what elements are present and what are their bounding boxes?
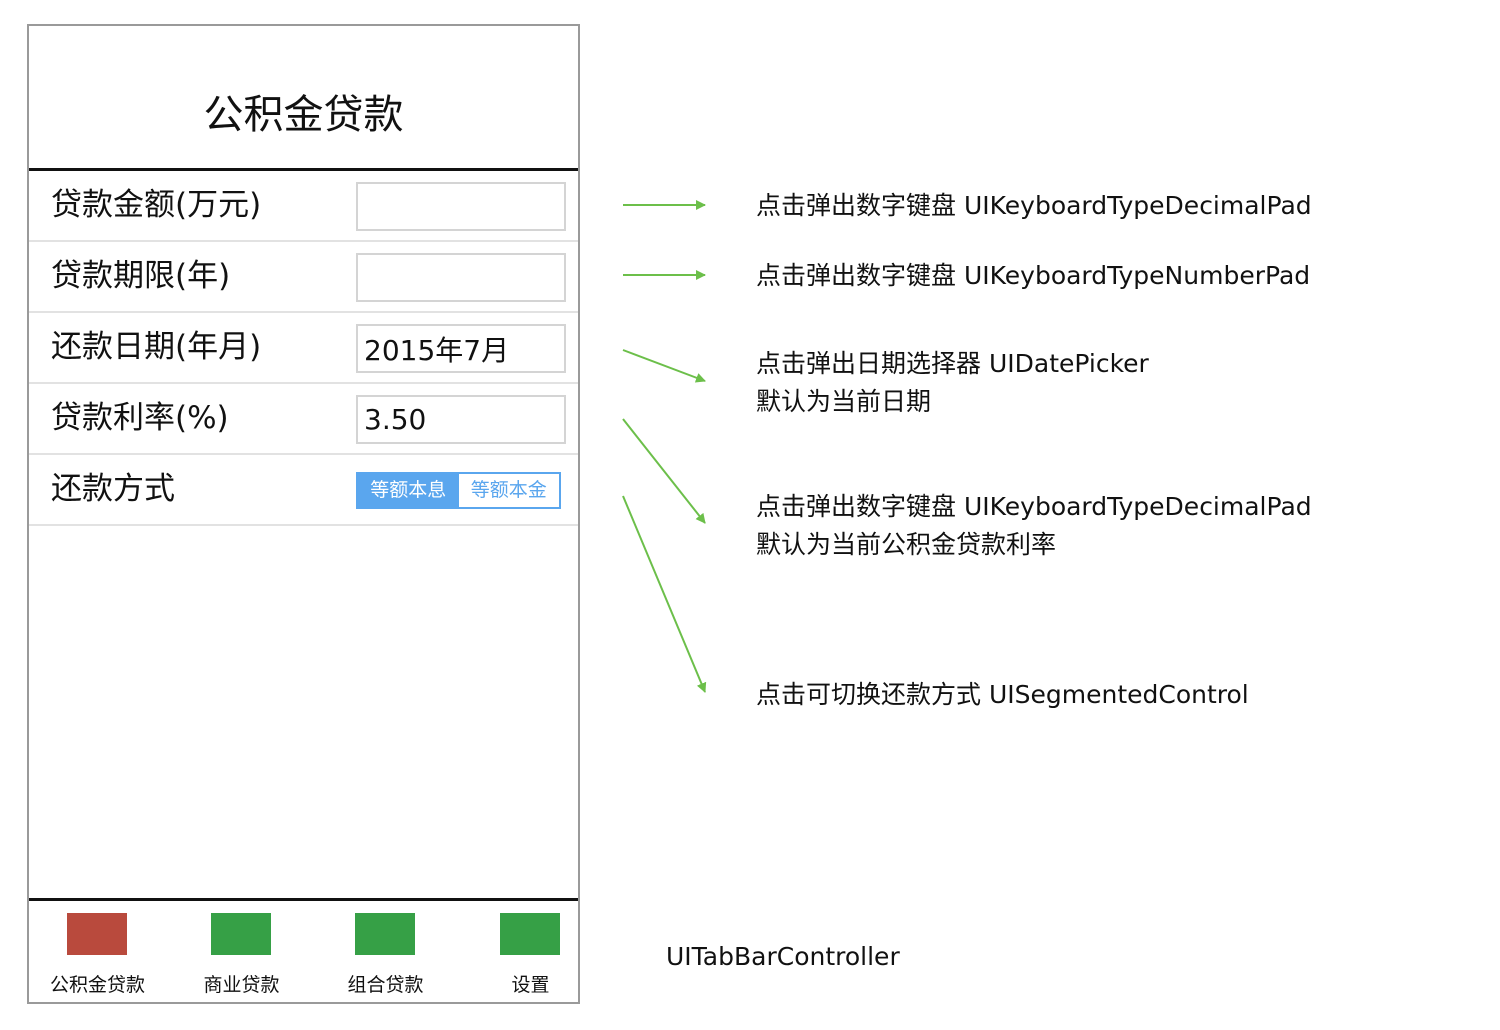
loan-rate-label: 贷款利率(%) <box>51 400 229 436</box>
tabbar-controller-caption: UITabBarController <box>666 942 900 971</box>
loan-amount-label: 贷款金额(万元) <box>51 187 262 223</box>
tab-settings[interactable]: 设置 <box>462 901 599 1005</box>
loan-term-row: 贷款期限(年) <box>29 242 578 313</box>
segment-equal-installment[interactable]: 等额本息 <box>358 474 459 507</box>
loan-amount-input[interactable] <box>356 182 566 231</box>
tab-icon-combined-loan <box>355 913 415 955</box>
page-title: 公积金贷款 <box>203 92 404 138</box>
tab-label: 公积金贷款 <box>49 974 145 996</box>
navigation-bar: 公积金贷款 <box>29 26 578 171</box>
note-loan-amount: 点击弹出数字键盘 UIKeyboardTypeDecimalPad <box>756 187 1312 225</box>
repayment-method-label: 还款方式 <box>51 471 175 507</box>
tab-combined-loan[interactable]: 组合贷款 <box>317 901 454 1005</box>
phone-screen: 公积金贷款 贷款金额(万元) 贷款期限(年) 还款日期(年月) 贷款利率(%) … <box>27 24 580 1004</box>
segment-equal-principal[interactable]: 等额本金 <box>458 474 559 507</box>
loan-rate-input[interactable] <box>356 395 566 444</box>
tab-bar: 公积金贷款 商业贷款 组合贷款 设置 <box>29 898 578 1005</box>
arrow-to-rate-note <box>622 418 706 524</box>
note-line: 点击可切换还款方式 UISegmentedControl <box>756 680 1249 709</box>
tab-icon-commercial-loan <box>211 913 271 955</box>
arrow-to-segment-note <box>622 495 707 693</box>
arrow-to-date-note <box>622 349 706 383</box>
loan-term-input[interactable] <box>356 253 566 302</box>
note-line: 点击弹出数字键盘 UIKeyboardTypeDecimalPad <box>756 492 1312 521</box>
note-repayment-date: 点击弹出日期选择器 UIDatePicker 默认为当前日期 <box>756 345 1149 421</box>
tab-housing-fund-loan[interactable]: 公积金贷款 <box>29 901 166 1005</box>
repayment-date-input[interactable] <box>356 324 566 373</box>
repayment-date-label: 还款日期(年月) <box>51 329 262 365</box>
loan-term-label: 贷款期限(年) <box>51 258 231 294</box>
repayment-date-row: 还款日期(年月) <box>29 313 578 384</box>
tab-label: 商业贷款 <box>203 974 280 996</box>
tab-label: 设置 <box>511 974 550 996</box>
loan-amount-row: 贷款金额(万元) <box>29 171 578 242</box>
note-line: 点击弹出数字键盘 UIKeyboardTypeDecimalPad <box>756 191 1312 220</box>
repayment-method-row: 还款方式 等额本息 等额本金 <box>29 455 578 526</box>
note-loan-term: 点击弹出数字键盘 UIKeyboardTypeNumberPad <box>756 257 1310 295</box>
tab-commercial-loan[interactable]: 商业贷款 <box>173 901 310 1005</box>
loan-rate-row: 贷款利率(%) <box>29 384 578 455</box>
tab-icon-settings <box>500 913 560 955</box>
note-line: 默认为当前公积金贷款利率 <box>756 530 1057 559</box>
repayment-method-segmented-control[interactable]: 等额本息 等额本金 <box>356 472 561 509</box>
note-loan-rate: 点击弹出数字键盘 UIKeyboardTypeDecimalPad 默认为当前公… <box>756 488 1312 564</box>
tab-icon-housing-fund-loan <box>67 913 127 955</box>
tab-label: 组合贷款 <box>347 974 424 996</box>
note-line: 默认为当前日期 <box>756 387 932 416</box>
note-line: 点击弹出日期选择器 UIDatePicker <box>756 349 1149 378</box>
note-line: 点击弹出数字键盘 UIKeyboardTypeNumberPad <box>756 261 1311 290</box>
note-repayment-method: 点击可切换还款方式 UISegmentedControl <box>756 676 1249 714</box>
